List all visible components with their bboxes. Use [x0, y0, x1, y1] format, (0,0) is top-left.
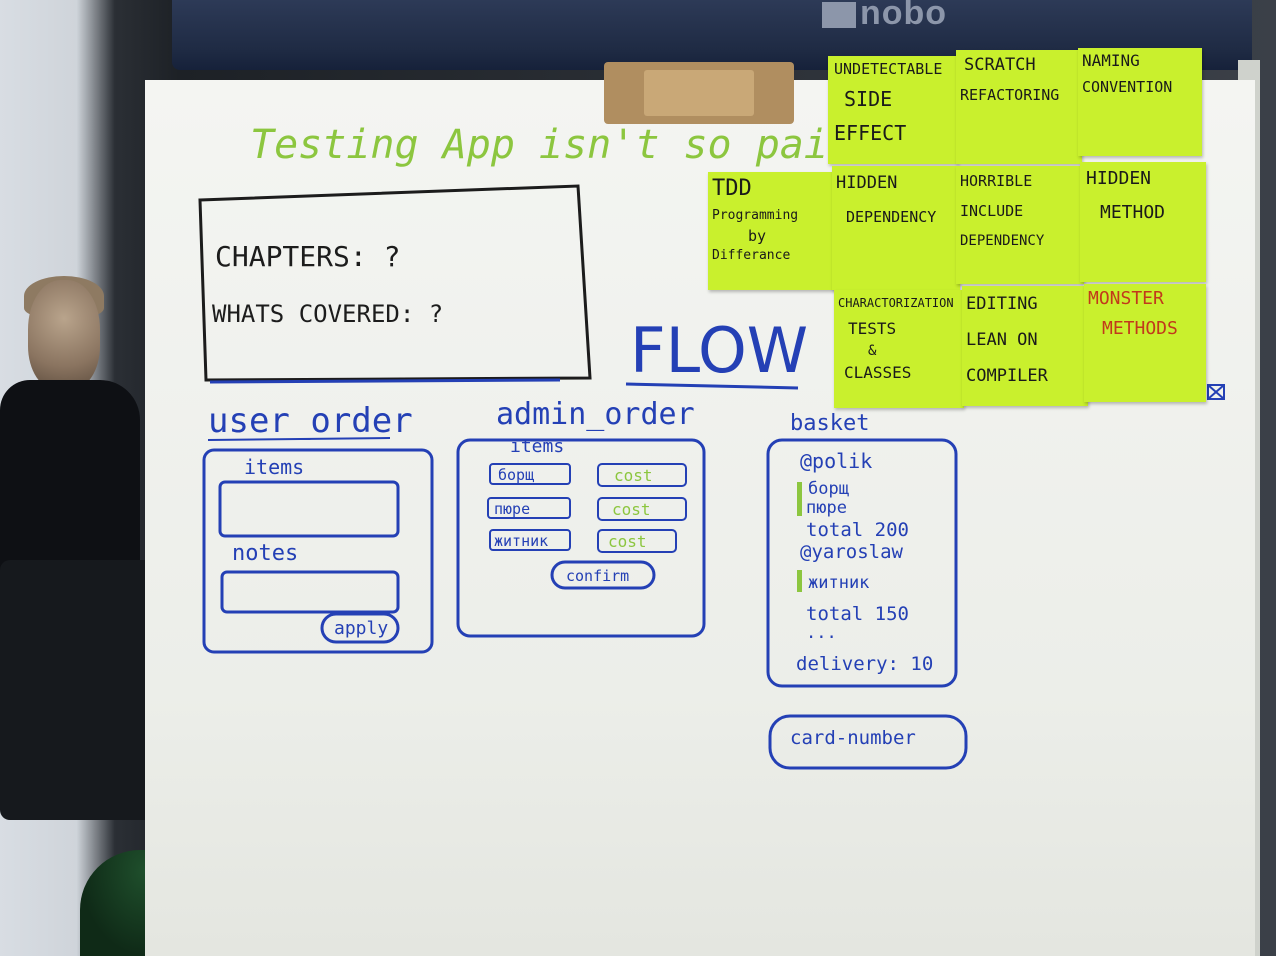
- sticky-line: TESTS: [848, 319, 897, 338]
- flow-underline: [625, 382, 799, 390]
- card-number-label: card-number: [790, 727, 916, 749]
- user-order-title: user_order: [208, 401, 413, 441]
- basket-lines: @polik борщ пюре total 200 @yaroslaw жит…: [796, 449, 933, 675]
- basket-line-ellipsis: ...: [806, 623, 837, 643]
- admin-row-2-name: пюре: [494, 500, 530, 518]
- user-order-items-label: items: [244, 455, 304, 479]
- sticky-hidden-method: HIDDEN METHOD: [1080, 162, 1206, 282]
- sticky-monster-methods: MONSTER METHODS: [1084, 284, 1206, 402]
- person-head: [28, 280, 100, 390]
- sticky-line: DEPENDENCY: [960, 233, 1045, 249]
- basket-line-item1: борщ: [808, 479, 850, 499]
- basket-line-user2: @yaroslaw: [800, 541, 904, 563]
- card-number-drawing: [768, 714, 968, 770]
- admin-row-2-cost-box: [597, 497, 687, 521]
- sticky-line: SIDE: [844, 87, 893, 111]
- chapters-box: [198, 184, 592, 382]
- admin-row-1-name: борщ: [498, 466, 534, 484]
- sticky-line: MONSTER: [1088, 288, 1164, 309]
- sticky-horrible-include-dependency: HORRIBLE INCLUDE DEPENDENCY: [956, 166, 1084, 284]
- confirm-label: confirm: [566, 567, 629, 585]
- sticky-line: EFFECT: [834, 121, 907, 145]
- sticky-line: METHOD: [1100, 202, 1166, 223]
- flow-heading: FLOW: [630, 314, 808, 387]
- basket-line-delivery: delivery: 10: [796, 653, 933, 675]
- sticky-editing-lean-on-compiler: EDITING LEAN ON COMPILER: [962, 286, 1088, 406]
- sticky-line: EDITING: [966, 294, 1038, 314]
- user-order-underline: [207, 437, 391, 441]
- admin-row-2-cost: cost: [612, 500, 651, 519]
- sticky-line: by: [748, 227, 767, 245]
- basket-line-total1: total 200: [806, 519, 909, 541]
- sticky-line: INCLUDE: [960, 202, 1024, 220]
- sticky-line: COMPILER: [966, 366, 1048, 386]
- admin-row-3-cost-box: [597, 529, 677, 553]
- whats-covered-text: WHATS COVERED: ?: [212, 300, 443, 328]
- sticky-line: DEPENDENCY: [846, 208, 937, 226]
- user-order-notes-input: [220, 570, 400, 614]
- admin-order-title: admin_order: [496, 397, 695, 432]
- admin-row-3-name-box: [489, 529, 571, 551]
- office-chair: [0, 560, 160, 820]
- admin-row-3-cost: cost: [608, 532, 647, 551]
- sticky-line: HIDDEN: [1086, 168, 1152, 189]
- basket-line-total2: total 150: [806, 603, 909, 625]
- admin-row-1-cost-box: [597, 463, 687, 487]
- sticky-line: SCRATCH: [964, 55, 1036, 75]
- basket-green-mark-2: [797, 570, 802, 592]
- basket-line-item3: житник: [808, 573, 869, 593]
- apply-button-drawing: [320, 612, 400, 644]
- user-order-items-input: [218, 480, 400, 538]
- sticky-line: CHARACTORIZATION: [838, 296, 954, 310]
- sticky-line: Programming: [712, 208, 799, 223]
- admin-row-2-name-box: [487, 497, 571, 519]
- sticky-line: CLASSES: [844, 363, 912, 382]
- sticky-line: HIDDEN: [836, 173, 898, 193]
- basket-title: basket: [790, 411, 869, 436]
- brand-logo: nobo: [822, 0, 947, 33]
- sticky-line: TDD: [712, 176, 752, 201]
- confirm-button-drawing: [550, 560, 656, 590]
- sticky-characterization-tests: CHARACTORIZATION TESTS & CLASSES: [834, 290, 964, 408]
- admin-row-1-name-box: [489, 463, 571, 485]
- user-order-frame: [202, 448, 434, 654]
- sticky-line: LEAN ON: [966, 330, 1038, 350]
- sticky-line: CONVENTION: [1082, 78, 1173, 96]
- paper-clip-inner: [644, 70, 754, 116]
- apply-label: apply: [334, 618, 388, 639]
- basket-line-user1: @polik: [800, 449, 872, 473]
- admin-row-1-cost: cost: [614, 466, 653, 485]
- admin-order-frame: [456, 438, 706, 638]
- user-order-notes-label: notes: [232, 541, 298, 566]
- checkbox-mark: [1207, 384, 1225, 400]
- sticky-scratch-refactoring: SCRATCH REFACTORING: [956, 50, 1082, 164]
- basket-green-mark-1: [797, 482, 802, 516]
- sticky-undetectable-side-effect: UNDETECTABLE SIDE EFFECT: [828, 56, 958, 164]
- sticky-line: NAMING: [1082, 51, 1140, 70]
- brand-text: nobo: [860, 0, 948, 32]
- basket-line-item2: пюре: [806, 498, 847, 518]
- sticky-line: METHODS: [1102, 318, 1178, 339]
- sticky-line: &: [868, 343, 877, 359]
- sticky-line: UNDETECTABLE: [834, 60, 943, 78]
- chapters-text: CHAPTERS: ?: [215, 240, 400, 273]
- sticky-line: Differance: [712, 248, 791, 263]
- paper-clip: [604, 62, 794, 124]
- admin-row-3-name: житник: [494, 532, 548, 550]
- basket-frame: [766, 438, 958, 688]
- separator-line: [209, 378, 561, 384]
- sticky-line: REFACTORING: [960, 86, 1060, 104]
- sticky-line: HORRIBLE: [960, 172, 1033, 190]
- brand-mark-icon: [822, 2, 856, 29]
- sticky-naming-convention: NAMING CONVENTION: [1078, 48, 1202, 156]
- sticky-tdd: TDD Programming by Differance: [708, 172, 836, 290]
- sticky-hidden-dependency: HIDDEN DEPENDENCY: [832, 166, 960, 290]
- checkbox-cross-2: [1207, 384, 1225, 400]
